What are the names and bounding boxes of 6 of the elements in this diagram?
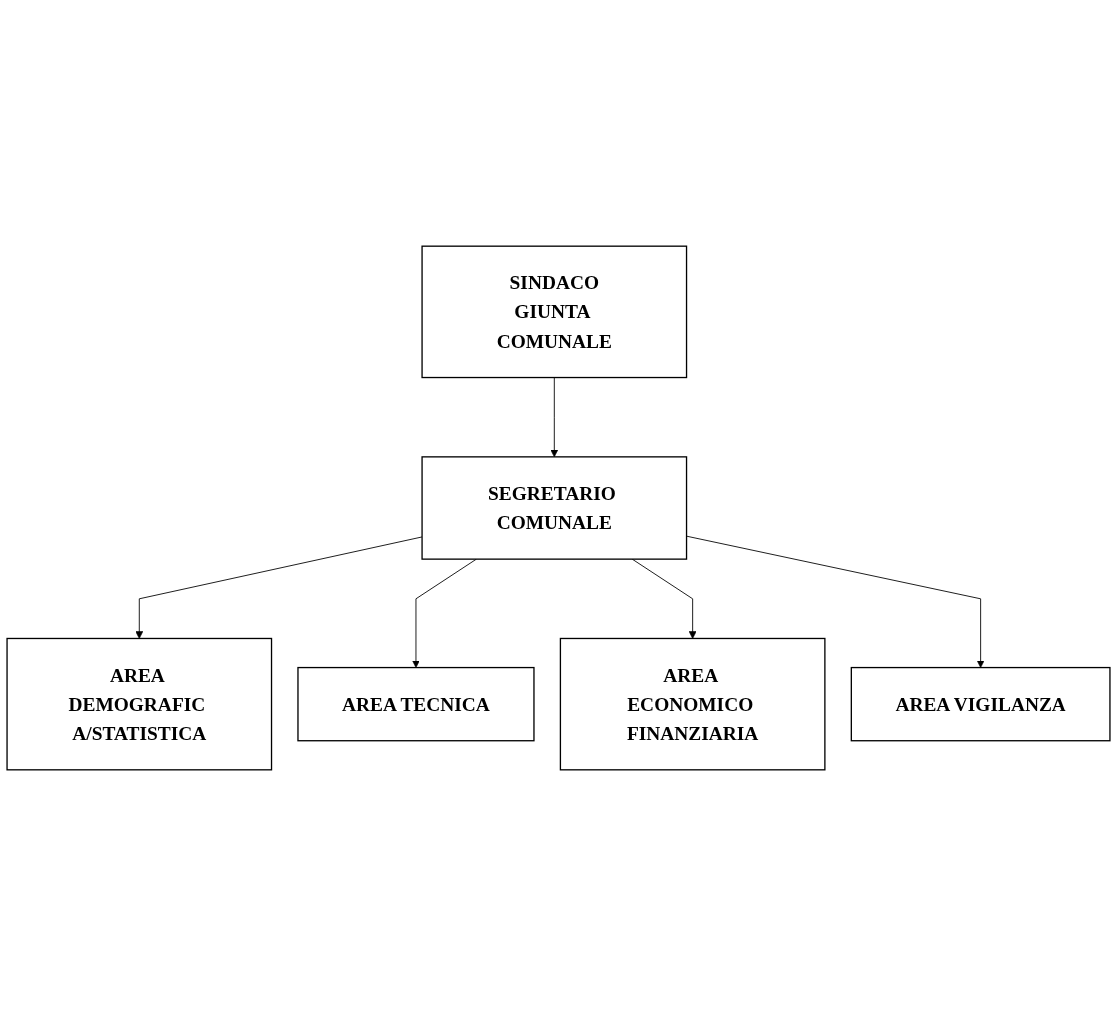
- node-box: AREA DEMOGRAFIC A/STATISTICA: [6, 637, 273, 770]
- node-box: AREA VIGILANZA: [850, 666, 1111, 741]
- node-box: AREA TECNICA: [297, 666, 535, 741]
- node-box: SEGRETARIO COMUNALE: [421, 455, 688, 560]
- node-box: SINDACO GIUNTA COMUNALE: [421, 245, 688, 378]
- node-box: AREA ECONOMICO FINANZIARIA: [559, 637, 826, 770]
